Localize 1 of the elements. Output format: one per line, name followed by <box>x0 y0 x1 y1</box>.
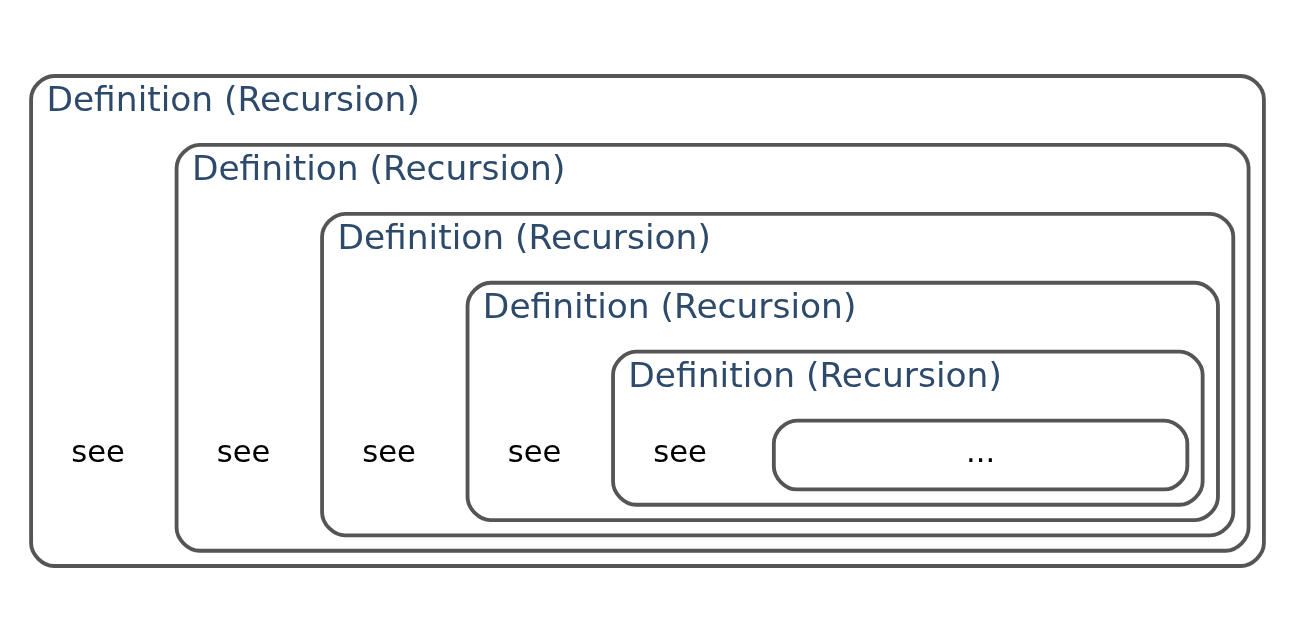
node-box: ... <box>771 418 1190 491</box>
